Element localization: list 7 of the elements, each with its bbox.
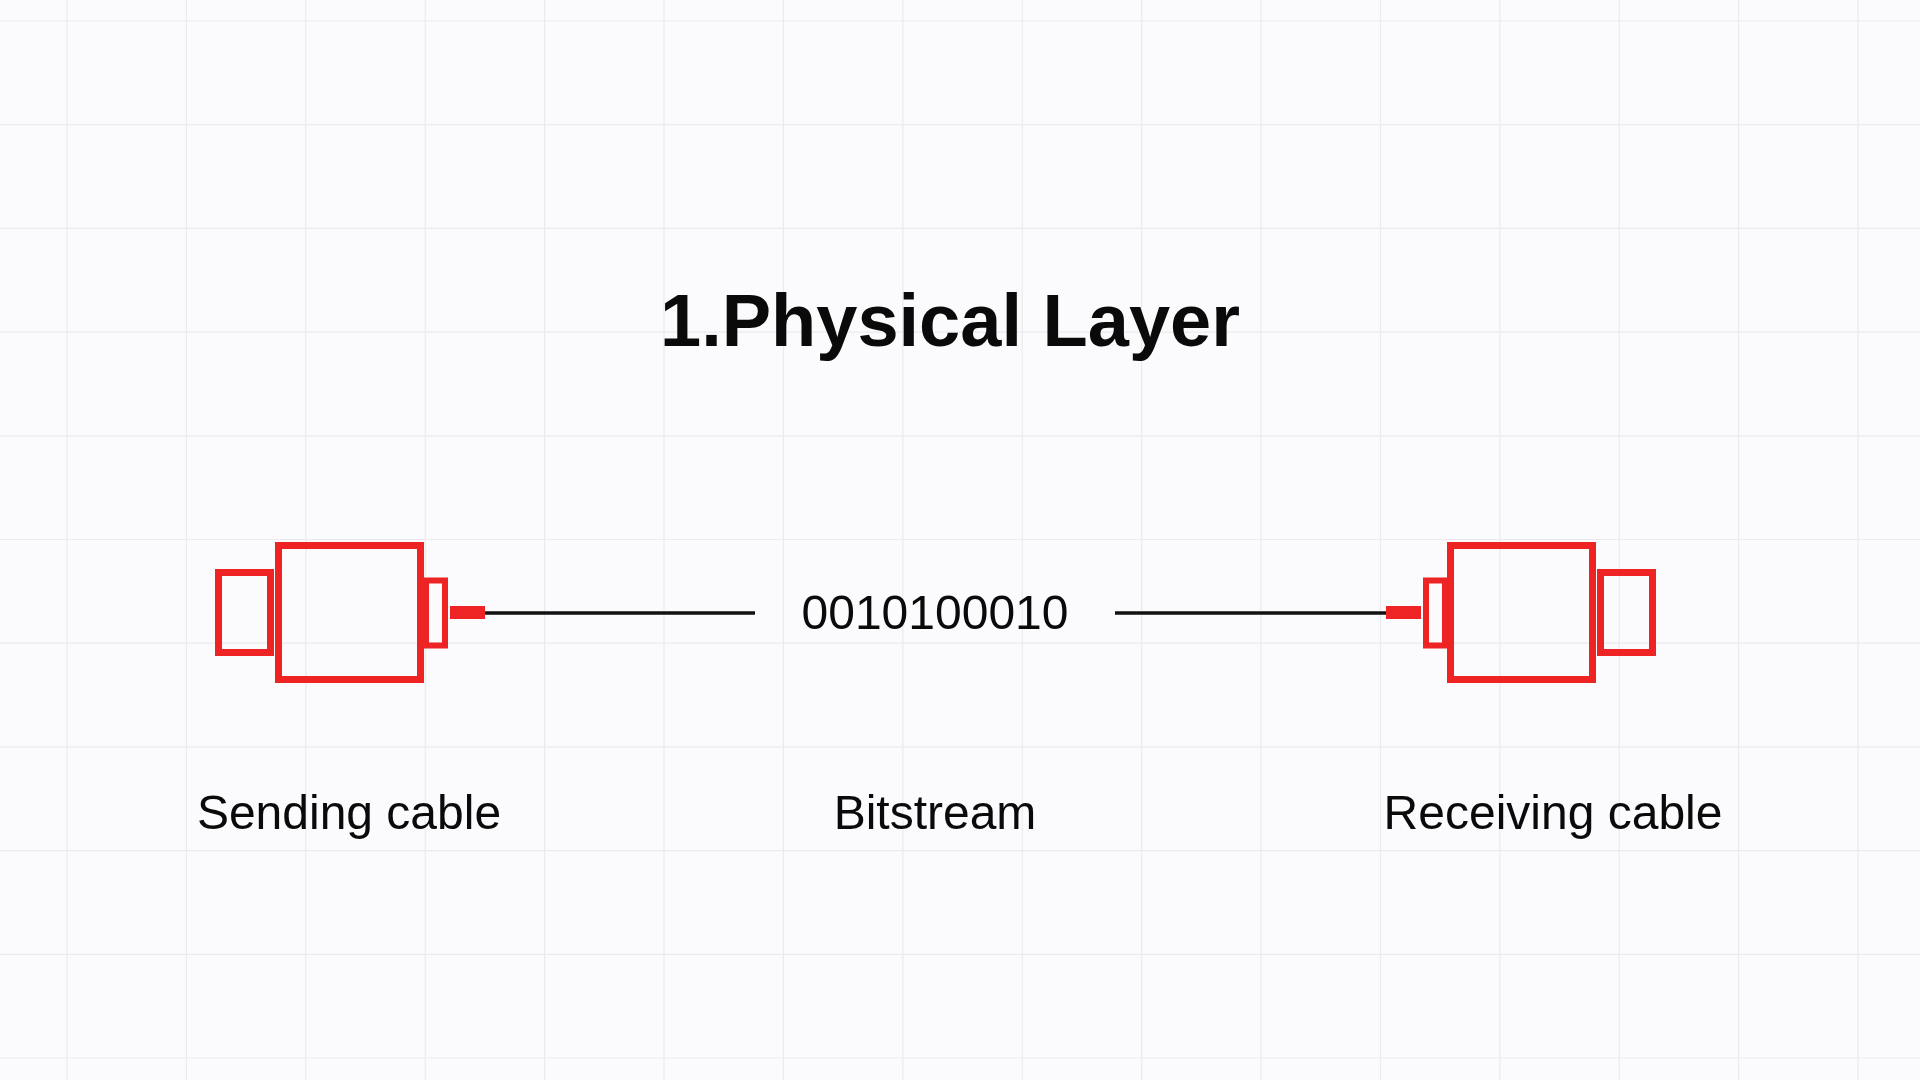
connecting-line: [485, 611, 755, 615]
connecting-line: [1115, 611, 1386, 615]
title: 1.Physical Layer: [660, 278, 1240, 364]
caption-label: Sending cable: [196, 785, 502, 841]
caption-label: Receiving cable: [1383, 785, 1723, 841]
caption-label: Bitstream: [833, 785, 1037, 841]
binary-digits-text: 0010100010: [755, 578, 1115, 648]
